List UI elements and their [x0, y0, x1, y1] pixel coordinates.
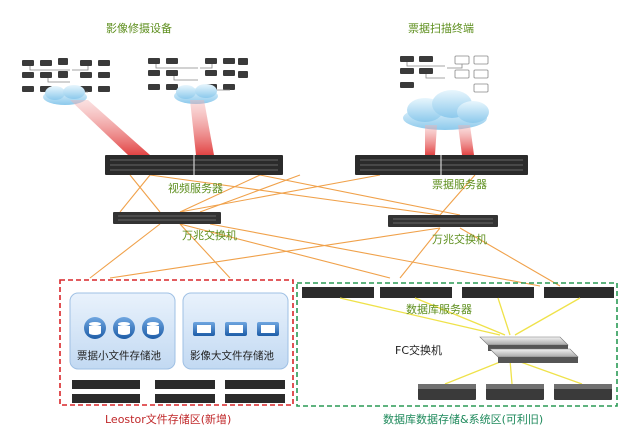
- scanner-icon: [400, 56, 433, 88]
- film-icon: [193, 322, 215, 336]
- db-storage-arrays: [418, 384, 612, 400]
- db-server-label: 数据库服务器: [406, 303, 472, 316]
- camera-icon: [148, 58, 178, 90]
- ticket-server: [355, 155, 528, 175]
- ticket-terminals-label: 票据扫描终端: [408, 22, 474, 35]
- film-icon: [225, 322, 247, 336]
- db-zone-border: [296, 282, 618, 407]
- camera-group-left: [22, 58, 110, 105]
- ticket-server-label: 票据服务器: [432, 178, 487, 191]
- leostor-storage-nodes: [72, 380, 285, 403]
- large-pool-label: 影像大文件存储池: [190, 350, 274, 362]
- camera-group-middle: [148, 58, 248, 104]
- small-pool-label: 票据小文件存储池: [77, 350, 161, 362]
- leostor-zone-label: Leostor文件存储区(新增): [105, 413, 232, 426]
- switch-left: [113, 212, 221, 224]
- video-terminals-label: 影像修摄设备: [106, 22, 172, 35]
- cloud-icon: [403, 90, 489, 130]
- camera-icon: [80, 60, 110, 92]
- switch-left-label: 万兆交换机: [182, 229, 237, 242]
- fc-switch: [479, 336, 579, 363]
- video-server-label: 视频服务器: [168, 182, 223, 195]
- scanner-group: [400, 55, 489, 130]
- switch-right-label: 万兆交换机: [432, 233, 487, 246]
- storage-array-icon: [486, 384, 544, 400]
- db-zone-label: 数据库数据存储&系统区(可利旧): [383, 413, 544, 426]
- storage-array-icon: [554, 384, 612, 400]
- storage-array-icon: [418, 384, 476, 400]
- database-icon: [84, 317, 106, 339]
- database-icon: [142, 317, 164, 339]
- network-links: [89, 174, 561, 287]
- fc-switch-label: FC交换机: [395, 344, 443, 357]
- switch-right: [388, 215, 498, 227]
- camera-icon: [205, 58, 248, 90]
- database-icon: [113, 317, 135, 339]
- cloud-icon: [174, 84, 218, 104]
- small-file-pool: [69, 292, 176, 370]
- scanner-icon: [454, 55, 489, 93]
- data-flow-beams: [70, 100, 474, 155]
- large-file-pool: [182, 292, 289, 370]
- camera-icon: [22, 58, 68, 92]
- video-server: [105, 155, 283, 175]
- leostor-zone-border: [59, 279, 294, 406]
- film-icon: [257, 322, 279, 336]
- db-servers: [302, 287, 614, 298]
- fc-links: [339, 297, 583, 385]
